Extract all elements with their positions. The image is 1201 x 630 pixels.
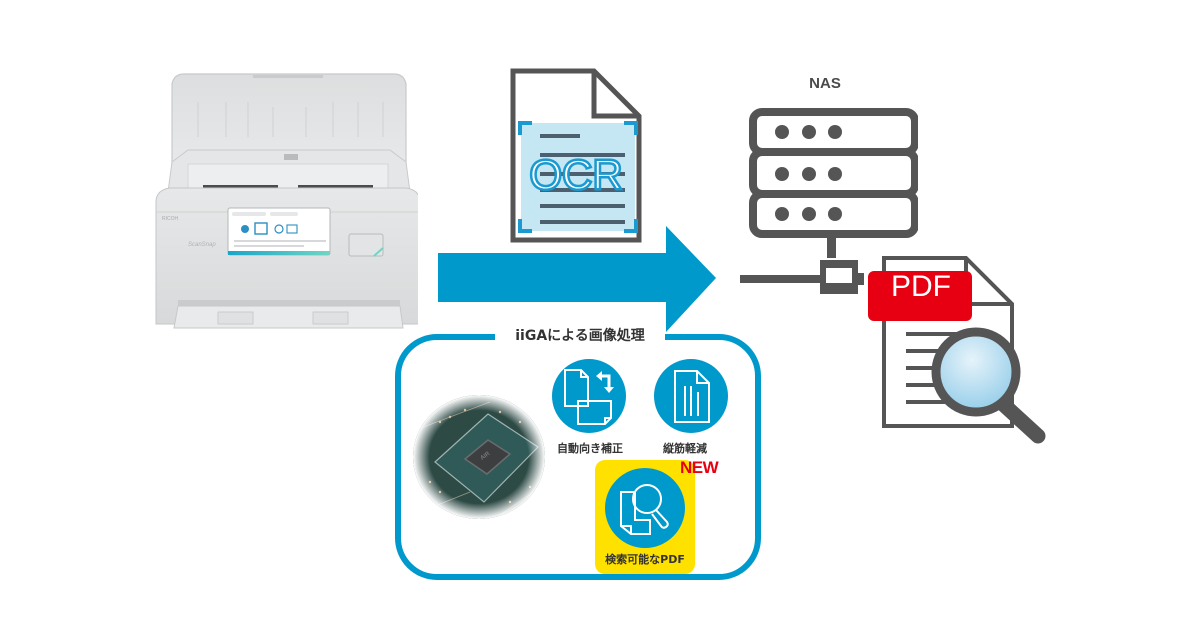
feature-auto-rotate-label: 自動向き補正 xyxy=(557,442,623,455)
iiga-panel-title: iiGAによる画像処理 xyxy=(495,325,665,345)
svg-text:RICOH: RICOH xyxy=(162,216,179,222)
pdf-tag-label: PDF xyxy=(891,270,951,303)
feature-streak-reduction xyxy=(653,358,729,434)
searchable-pdf-document-icon xyxy=(860,252,1060,452)
ocr-document-icon: OCR OCR xyxy=(508,68,644,244)
auto-rotate-icon xyxy=(552,359,626,433)
new-badge: NEW xyxy=(680,458,719,477)
svg-text:OCR: OCR xyxy=(529,151,622,198)
searchable-pdf-icon xyxy=(605,468,685,548)
ocr-text: OCR xyxy=(529,151,622,198)
nas-server-icon xyxy=(738,108,918,298)
iiga-chip-image: AIR xyxy=(410,392,548,522)
flow-arrow xyxy=(438,226,718,334)
svg-text:ScanSnap: ScanSnap xyxy=(188,242,216,248)
vertical-streak-reduction-icon xyxy=(654,359,728,433)
feature-streak-reduction-label: 縦筋軽減 xyxy=(663,442,707,455)
pdf-tag xyxy=(868,271,972,321)
nas-label: NAS xyxy=(809,75,841,92)
scanner-illustration: RICOH ScanSnap xyxy=(148,62,418,332)
feature-searchable-pdf xyxy=(595,460,695,574)
feature-searchable-pdf-label: 検索可能なPDF xyxy=(605,553,685,566)
feature-auto-rotate xyxy=(551,358,627,434)
